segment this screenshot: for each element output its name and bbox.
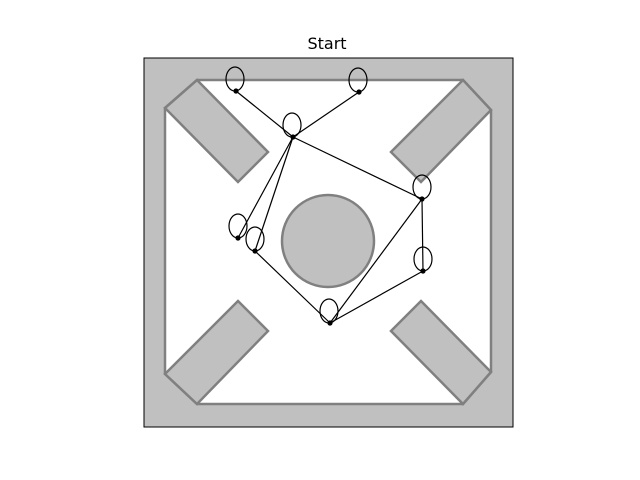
robot-dot — [290, 134, 296, 140]
center-disc — [280, 193, 376, 289]
bottom-right-bar — [389, 299, 493, 406]
axes-frame — [143, 57, 514, 428]
bottom-left-bar — [163, 299, 270, 406]
top-right-bar — [389, 78, 493, 184]
robot-node — [348, 67, 368, 95]
robot-dot — [419, 196, 425, 202]
tree-edge — [329, 198, 423, 324]
robot-node — [412, 174, 432, 202]
tree-edge — [292, 91, 360, 138]
tree-edge — [254, 250, 331, 324]
robot-dot — [327, 320, 333, 326]
tree-edge — [237, 136, 294, 239]
robot-node — [228, 213, 248, 241]
robot-node — [319, 298, 339, 326]
robot-dot — [233, 88, 239, 94]
plot-title: Start — [307, 34, 346, 53]
tree-edge — [292, 136, 423, 200]
tree-edge — [329, 270, 424, 324]
robot-dot — [235, 235, 241, 241]
tree-edge — [254, 136, 294, 252]
tree-edge — [421, 198, 424, 272]
robot-nodes — [225, 66, 433, 326]
robot-node — [413, 246, 433, 274]
robot-dot — [356, 89, 362, 95]
robot-dot — [420, 268, 426, 274]
top-left-bar — [163, 78, 270, 184]
robot-node — [282, 112, 302, 140]
robot-node — [245, 226, 265, 254]
robot-dot — [252, 248, 258, 254]
robot-node — [225, 66, 245, 94]
